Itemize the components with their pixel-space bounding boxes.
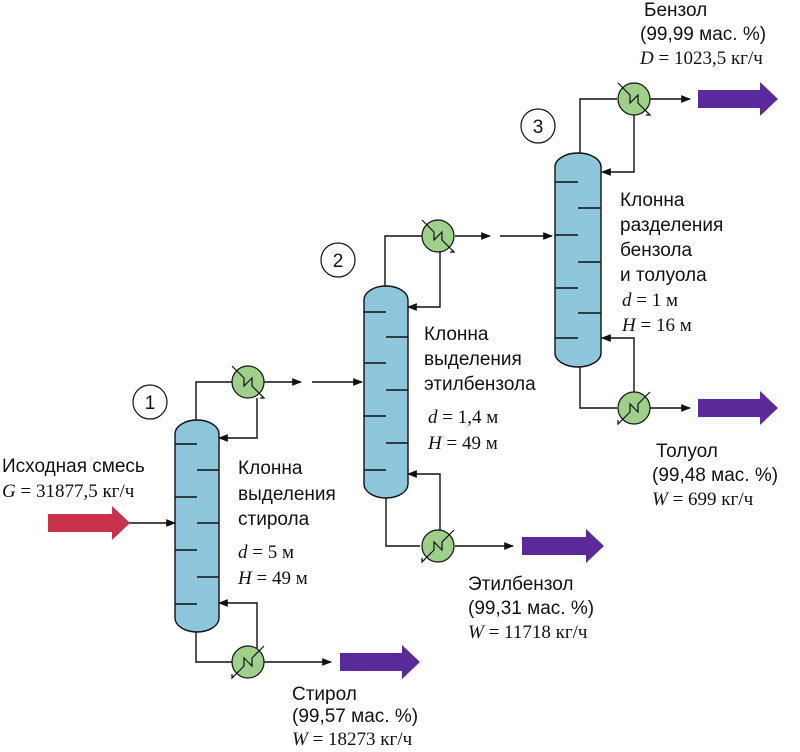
exchanger-icon <box>421 529 455 564</box>
col3-reboil-pipe <box>601 334 635 393</box>
column-1-trays <box>175 443 219 605</box>
column-name-line: выделения <box>424 349 522 370</box>
product-toluene: Толуол (99,48 мас. %) W = 699 кг/ч <box>652 441 778 510</box>
product-flow: D = 1023,5 кг/ч <box>639 48 763 69</box>
column-number-label: 2 <box>333 251 344 272</box>
feed-name: Исходная смесь <box>2 456 145 477</box>
product-flow: W = 18273 кг/ч <box>292 729 413 750</box>
column-2-label: Клонна выделения этилбензола d = 1,4 м H… <box>424 324 536 454</box>
col3-bottoms-pipe <box>579 365 617 409</box>
product-purity: (99,99 мас. %) <box>640 24 766 45</box>
exchanger-icon <box>617 391 651 426</box>
column-2-shell <box>363 285 409 499</box>
col3-reflux-pipe <box>601 115 635 176</box>
column-name-line: стирола <box>238 509 310 530</box>
feed-arrow-icon <box>48 506 130 540</box>
toluene-arrow-icon <box>698 391 778 425</box>
column-1 <box>174 419 220 633</box>
column-name-line: разделения <box>620 215 723 236</box>
product-name: Толуол <box>656 441 718 462</box>
exchangers <box>231 82 652 680</box>
col3-vapour-pipe <box>579 98 617 155</box>
column-name-line: бензола <box>620 240 692 261</box>
col1-bottoms-pipe <box>195 630 232 663</box>
col2-reflux-pipe <box>407 252 441 311</box>
exchanger-icon <box>231 645 265 680</box>
feed-label: Исходная смесь G = 31877,5 кг/ч <box>2 456 145 502</box>
benzene-arrow-icon <box>698 82 778 116</box>
col1-reflux-pipe <box>218 398 258 442</box>
product-purity: (99,48 мас. %) <box>652 465 778 486</box>
big-arrows <box>48 82 778 679</box>
column-diameter: d = 1 м <box>622 290 678 311</box>
product-purity: (99,57 мас. %) <box>292 706 418 727</box>
product-benzene: Бензол (99,99 мас. %) D = 1023,5 кг/ч <box>639 0 766 69</box>
column-diameter: d = 5 м <box>238 542 294 563</box>
column-number-2: 2 <box>320 242 356 278</box>
column-name-line: Клонна <box>238 458 303 479</box>
column-name-line: выделения <box>238 484 336 505</box>
exchanger-icon <box>617 82 652 116</box>
column-name-line: этилбензола <box>424 374 536 395</box>
column-number-label: 1 <box>145 393 156 414</box>
feed-flow: G = 31877,5 кг/ч <box>2 481 135 502</box>
column-number-1: 1 <box>132 384 168 420</box>
column-name-line: и толуола <box>620 265 707 286</box>
column-3-trays <box>555 181 601 339</box>
product-flow: W = 11718 кг/ч <box>468 622 588 643</box>
exchanger-icon <box>231 365 266 399</box>
column-3 <box>554 152 602 368</box>
column-2 <box>363 285 409 499</box>
column-height: H = 49 м <box>427 433 498 454</box>
column-3-label: Клонна разделения бензола и толуола d = … <box>620 190 723 336</box>
col2-bottoms-pipe <box>385 495 420 547</box>
styrene-arrow-icon <box>340 645 420 679</box>
column-name-line: Клонна <box>620 190 685 211</box>
column-height: H = 49 м <box>237 568 308 589</box>
product-name: Этилбензол <box>468 574 574 595</box>
column-diameter: d = 1,4 м <box>428 407 498 428</box>
ethylbenzene-arrow-icon <box>522 529 604 563</box>
column-name-line: Клонна <box>424 324 489 345</box>
column-1-label: Клонна выделения стирола d = 5 м H = 49 … <box>237 458 336 589</box>
column-number-label: 3 <box>533 117 544 138</box>
exchanger-icon <box>421 219 456 253</box>
column-number-3: 3 <box>520 108 556 144</box>
product-ethylbenzene: Этилбензол (99,31 мас. %) W = 11718 кг/ч <box>468 574 594 643</box>
column-2-trays <box>364 311 408 471</box>
col1-vapour-pipe <box>195 381 232 420</box>
column-3-shell <box>554 152 602 368</box>
product-name: Бензол <box>644 0 707 21</box>
col2-reboil-pipe <box>407 470 441 530</box>
col1-reboil-pipe <box>218 599 258 648</box>
product-flow: W = 699 кг/ч <box>652 489 754 510</box>
column-height: H = 16 м <box>621 315 692 336</box>
product-name: Стирол <box>292 684 357 705</box>
product-purity: (99,31 мас. %) <box>468 598 594 619</box>
product-styrene: Стирол (99,57 мас. %) W = 18273 кг/ч <box>292 684 418 750</box>
pipes <box>128 95 691 666</box>
column-1-shell <box>174 419 220 633</box>
col2-vapour-pipe <box>384 235 422 288</box>
